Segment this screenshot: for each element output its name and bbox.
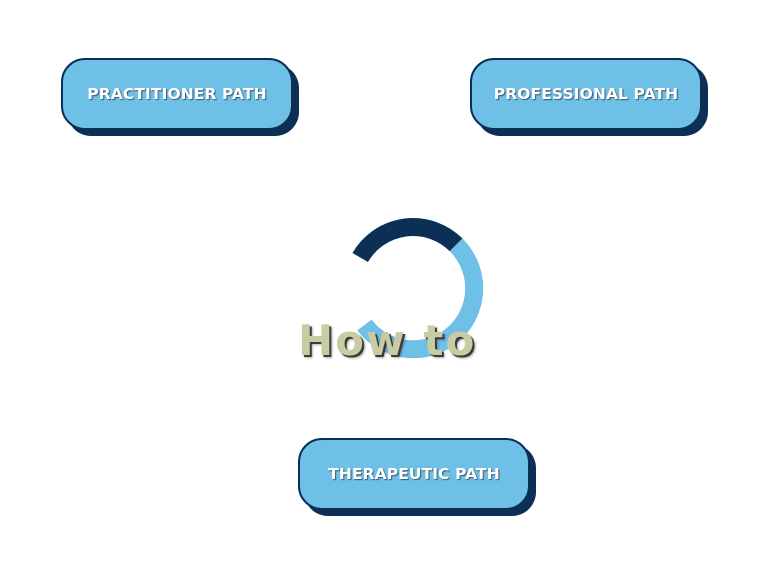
button-face: PROFESSIONAL PATH (470, 58, 702, 130)
title-line-1: How to (298, 316, 477, 365)
ring-top-arc (352, 218, 463, 263)
therapeutic-path-label: THERAPEUTIC PATH (328, 465, 500, 483)
practitioner-path-label: PRACTITIONER PATH (87, 85, 267, 103)
button-face: THERAPEUTIC PATH (298, 438, 530, 510)
practitioner-path-button[interactable]: PRACTITIONER PATH (61, 58, 299, 136)
ring-right-arc (357, 238, 483, 358)
button-face: PRACTITIONER PATH (61, 58, 293, 130)
professional-path-button[interactable]: PROFESSIONAL PATH (470, 58, 708, 136)
progress-ring-icon (352, 218, 483, 358)
center-title: How to Choose ? (298, 238, 525, 566)
therapeutic-path-button[interactable]: THERAPEUTIC PATH (298, 438, 536, 516)
professional-path-label: PROFESSIONAL PATH (493, 85, 679, 103)
